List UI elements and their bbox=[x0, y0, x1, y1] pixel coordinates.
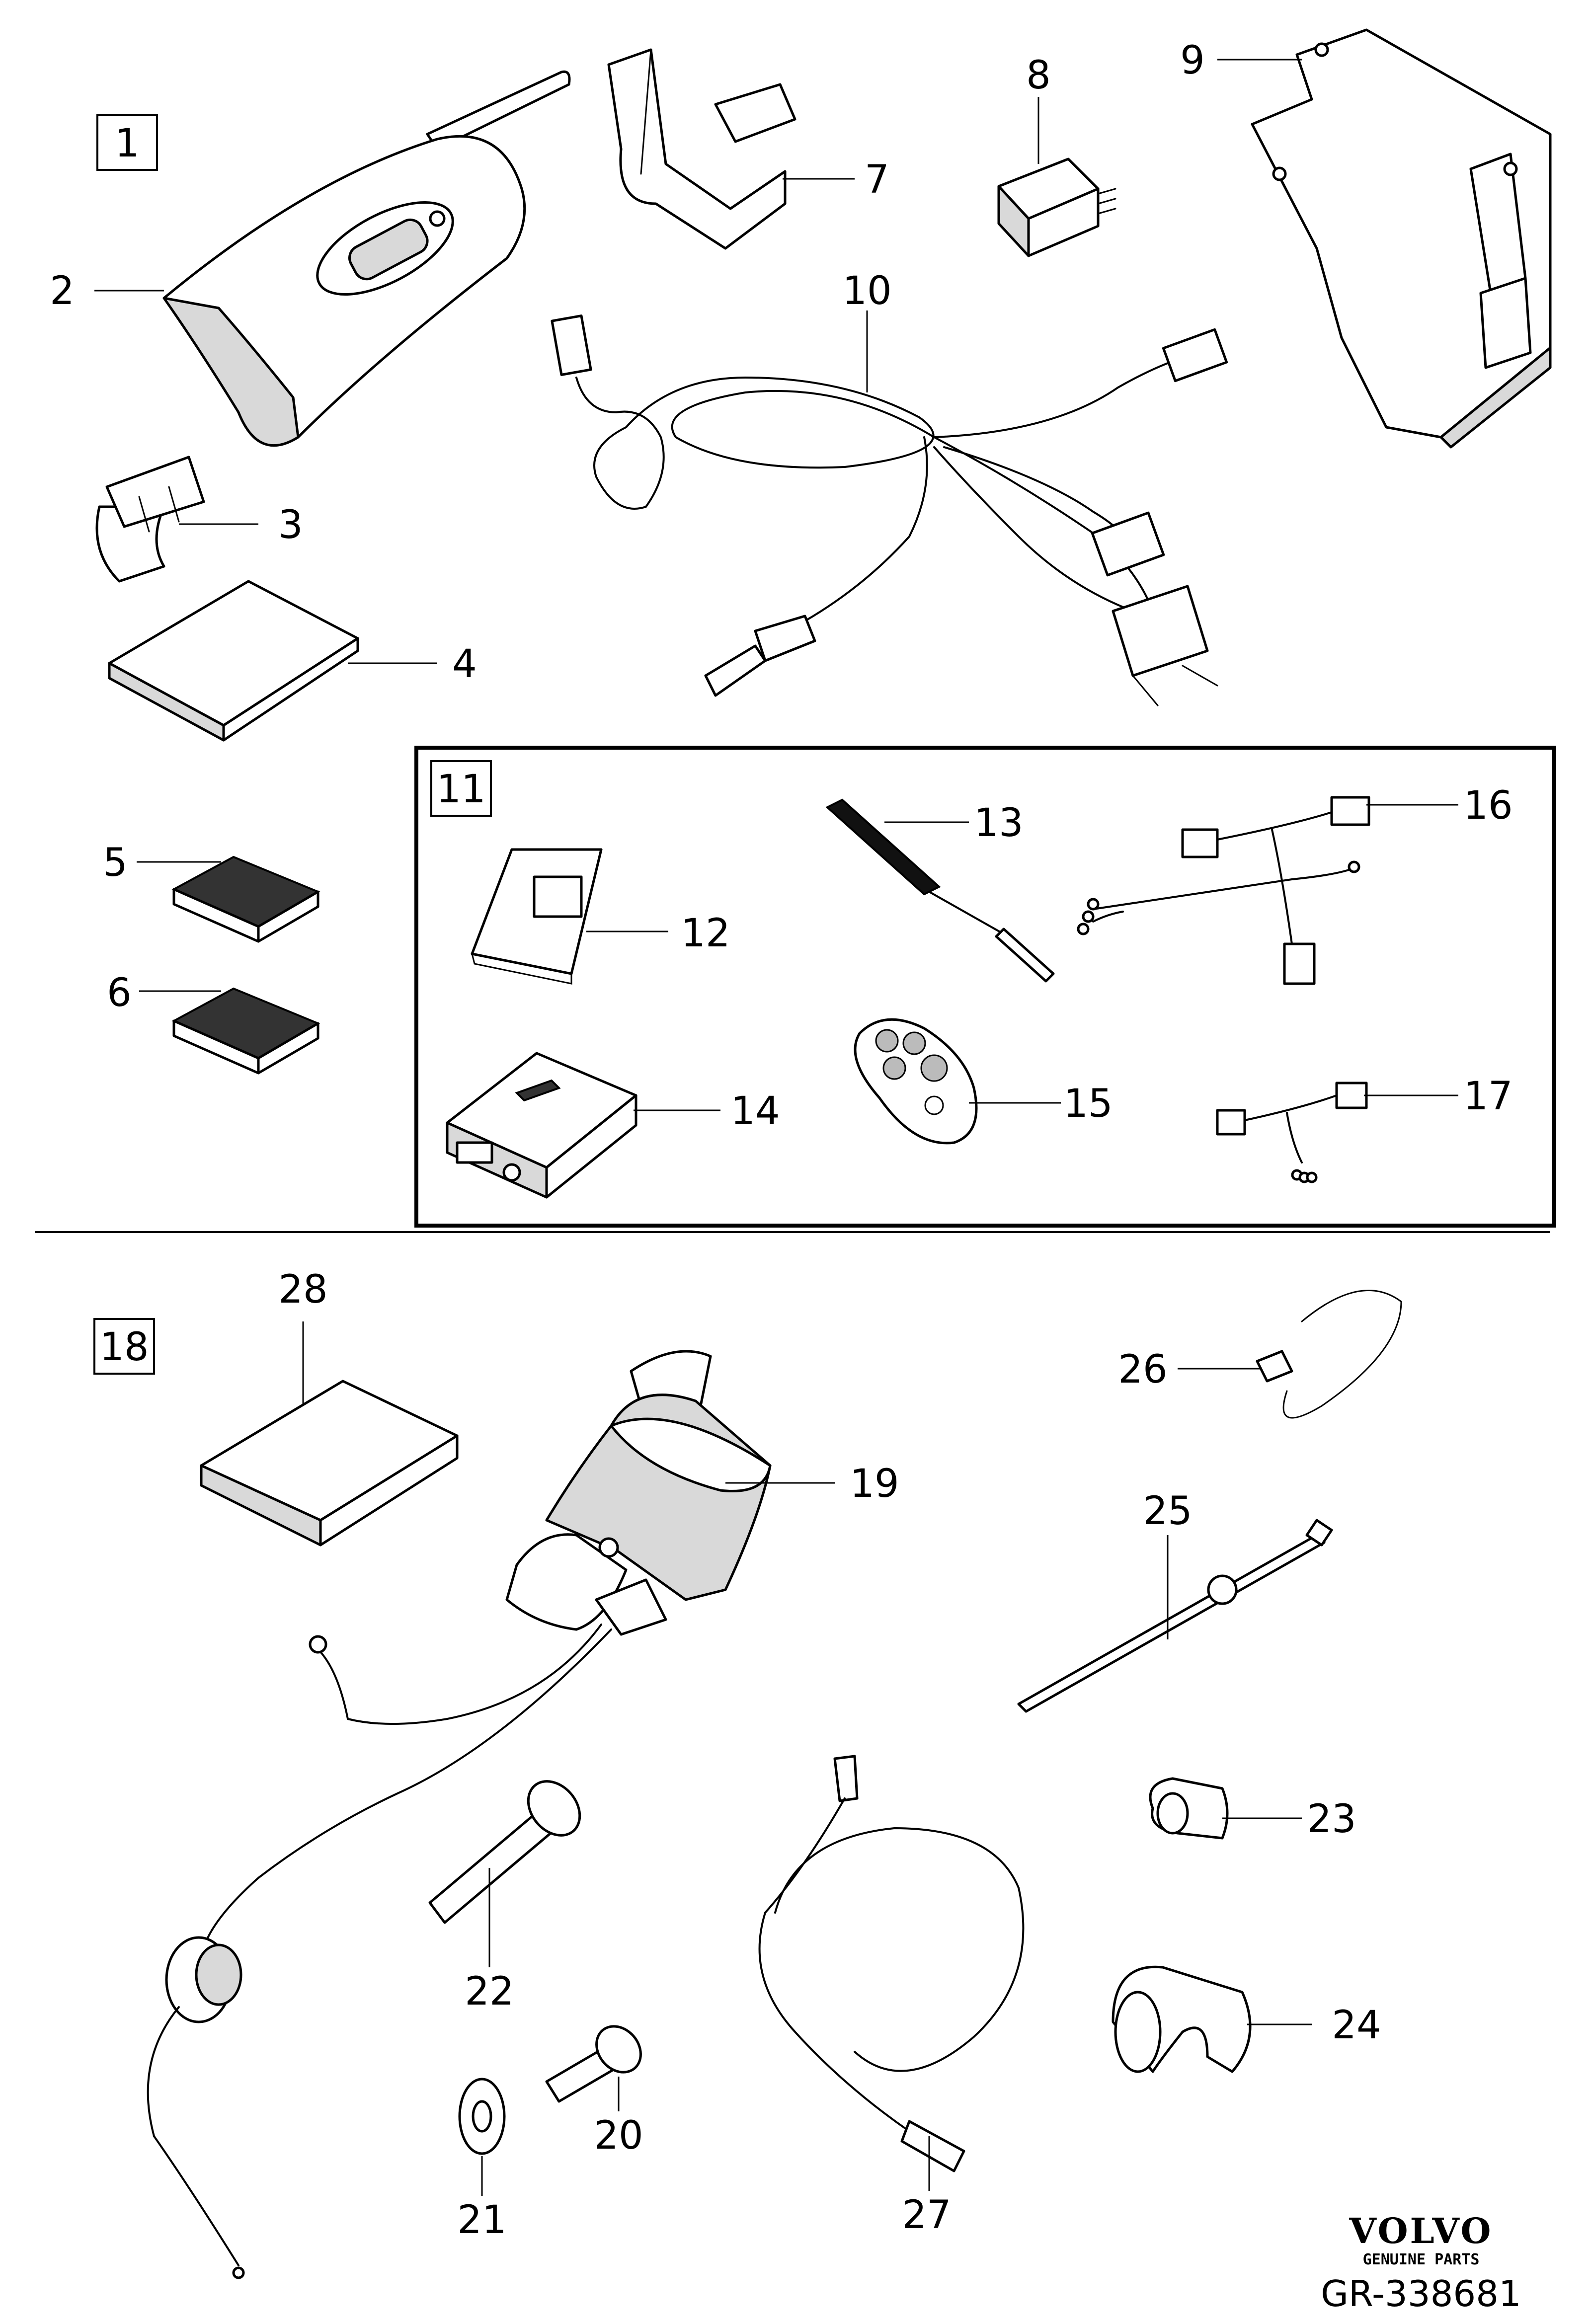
callout-1: 1 bbox=[115, 121, 140, 166]
part-26-strap bbox=[1256, 1290, 1402, 1419]
part-2-transmitter bbox=[162, 70, 571, 447]
callout-17: 17 bbox=[1463, 1074, 1512, 1119]
part-24-clip bbox=[1112, 1965, 1252, 2073]
part-7-bracket bbox=[607, 48, 796, 250]
reference-number: GR-338681 bbox=[1321, 2273, 1521, 2315]
callout-4: 4 bbox=[452, 642, 477, 687]
part-22-bolt bbox=[428, 1780, 581, 1924]
kit-box-11: 11 bbox=[414, 746, 1556, 1228]
part-14-module bbox=[446, 1052, 637, 1199]
callout-12: 12 bbox=[681, 911, 730, 956]
callout-18: 18 bbox=[99, 1325, 149, 1370]
part-8-relay bbox=[997, 157, 1116, 257]
part-13-antenna bbox=[825, 798, 1055, 983]
part-3-clip bbox=[95, 456, 205, 583]
part-12-card bbox=[471, 848, 603, 985]
part-10-wiring-harness bbox=[551, 314, 1228, 706]
brand-name: VOLVO bbox=[1349, 2210, 1493, 2251]
callout-11: 11 bbox=[436, 767, 485, 812]
part-21-washer bbox=[458, 2078, 506, 2155]
callout-13: 13 bbox=[974, 801, 1023, 846]
callout-7: 7 bbox=[865, 157, 889, 202]
callout-21: 21 bbox=[457, 2198, 506, 2243]
volvo-logo: VOLVO GENUINE PARTS bbox=[1349, 2210, 1493, 2268]
part-23-clip bbox=[1149, 1777, 1229, 1840]
callout-2: 2 bbox=[50, 269, 75, 313]
part-16-harness bbox=[1077, 796, 1370, 985]
part-28-booklet bbox=[200, 1380, 459, 1547]
part-17-harness bbox=[1216, 1082, 1368, 1183]
callout-23: 23 bbox=[1307, 1797, 1356, 1842]
part-25-cable-tie bbox=[1017, 1519, 1333, 1713]
callout-20: 20 bbox=[594, 2113, 643, 2158]
callout-24: 24 bbox=[1332, 2003, 1381, 2048]
part-4-booklet bbox=[108, 580, 359, 742]
part-19-cable bbox=[147, 1624, 612, 2279]
part-15-key-fob bbox=[854, 1018, 978, 1145]
part-5-filter bbox=[171, 855, 320, 943]
callout-27: 27 bbox=[902, 2193, 951, 2238]
callout-25: 25 bbox=[1143, 1489, 1192, 1534]
group-box-18: 18 bbox=[93, 1318, 155, 1375]
callout-15: 15 bbox=[1063, 1082, 1113, 1126]
group-box-1: 1 bbox=[96, 114, 158, 171]
callout-3: 3 bbox=[278, 503, 303, 547]
callout-9: 9 bbox=[1180, 38, 1205, 83]
callout-14: 14 bbox=[730, 1089, 780, 1134]
callout-26: 26 bbox=[1118, 1347, 1167, 1392]
part-9-mounting-bracket bbox=[1251, 28, 1552, 449]
part-27-hose bbox=[758, 1755, 1025, 2172]
part-20-bolt bbox=[545, 2025, 642, 2103]
callout-10: 10 bbox=[842, 269, 891, 313]
brand-subtitle: GENUINE PARTS bbox=[1363, 2251, 1480, 2268]
part-6-filter bbox=[171, 987, 320, 1075]
callout-22: 22 bbox=[465, 1969, 514, 2014]
callout-5: 5 bbox=[103, 841, 128, 885]
part-19-heater-unit bbox=[505, 1350, 772, 1636]
callout-8: 8 bbox=[1026, 53, 1051, 98]
callout-28: 28 bbox=[278, 1267, 327, 1312]
callout-6: 6 bbox=[107, 971, 132, 1015]
callout-16: 16 bbox=[1463, 783, 1512, 828]
callout-19: 19 bbox=[850, 1462, 899, 1506]
